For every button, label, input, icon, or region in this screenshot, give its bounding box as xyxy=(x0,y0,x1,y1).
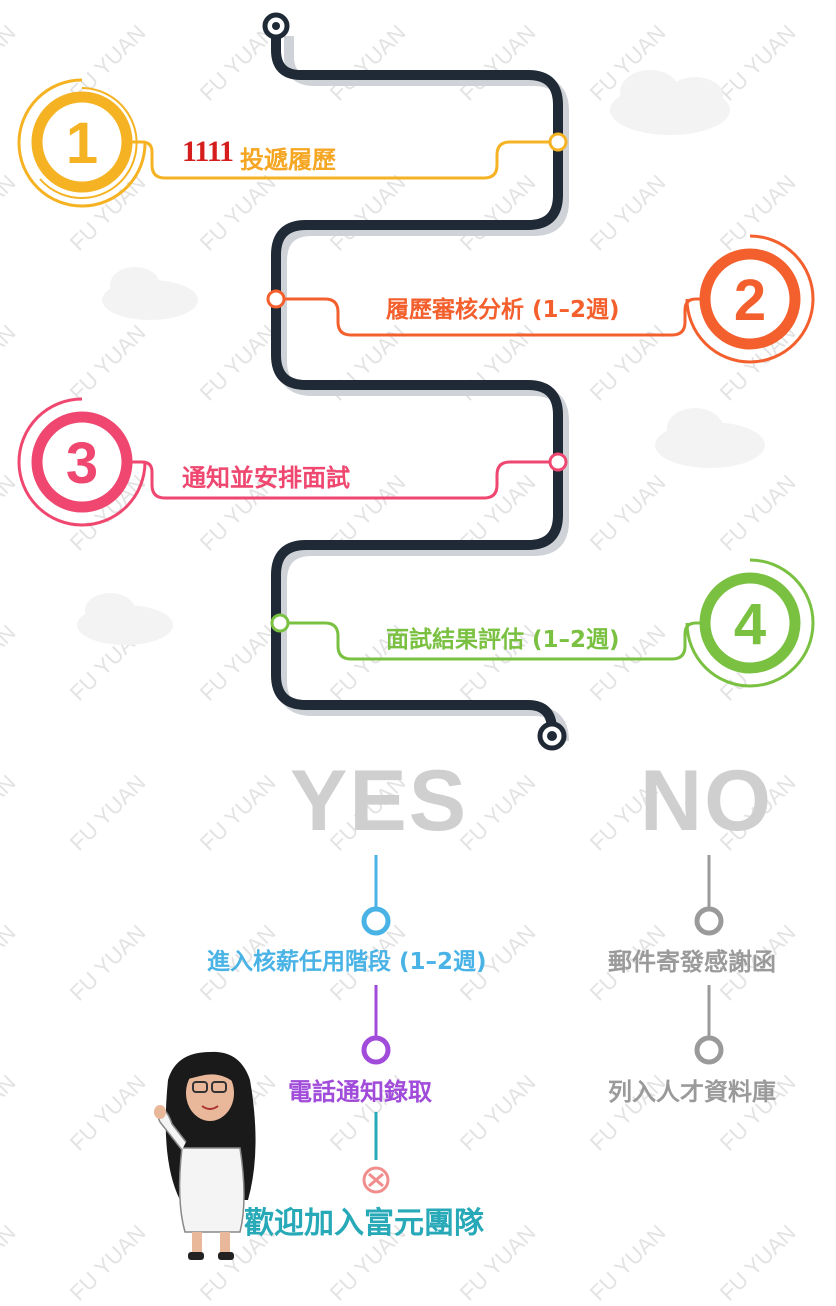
yes-item-3-label: 歡迎加入富元團隊 xyxy=(244,1206,484,1241)
track-end-dot xyxy=(547,731,557,741)
step-3-node xyxy=(548,452,568,472)
company-logo-icon xyxy=(362,1166,390,1194)
no-branch xyxy=(694,855,724,1065)
step-4-outer-arc xyxy=(685,558,815,688)
logo-1111: 1111 xyxy=(182,135,234,168)
step-4-node xyxy=(270,613,290,633)
step-1-node xyxy=(548,132,568,152)
step-1-badge xyxy=(31,91,133,193)
yes-item-1-label: 進入核薪任用階段 (1–2週) xyxy=(207,949,487,975)
step-1-outer-arc xyxy=(17,78,147,208)
step-1-connector xyxy=(132,140,558,180)
yes-item-2-label: 電話通知錄取 xyxy=(288,1078,432,1106)
yes-node-2 xyxy=(361,1035,391,1065)
yes-branch xyxy=(361,855,391,1194)
step-3-label: 通知並安排面試 xyxy=(182,464,350,492)
step-1-label: 投遞履歷 xyxy=(240,146,336,174)
no-heading: NO xyxy=(640,753,773,849)
step-2-node xyxy=(266,289,286,309)
flow-diagram: 1 2 3 4 xyxy=(17,12,815,1260)
step-1: 1 xyxy=(17,78,568,208)
step-1-arc xyxy=(39,87,138,199)
yes-heading: YES xyxy=(290,753,469,849)
step-2-label: 履歷審核分析 (1–2週) xyxy=(386,297,620,323)
yes-node-1 xyxy=(361,906,391,936)
step-3-outer-arc xyxy=(17,397,147,527)
no-node-1 xyxy=(694,906,724,936)
track-line xyxy=(271,21,563,735)
step-3-badge xyxy=(31,411,133,513)
step-2: 2 xyxy=(266,234,815,364)
step-4: 4 xyxy=(270,558,815,688)
step-4-number: 4 xyxy=(734,592,766,657)
no-item-2-label: 列入人才資料庫 xyxy=(608,1078,776,1106)
step-3-number: 3 xyxy=(66,431,98,496)
step-2-outer-arc xyxy=(685,234,815,364)
step-3: 3 xyxy=(17,397,568,527)
no-node-2 xyxy=(694,1035,724,1065)
no-item-1-label: 郵件寄發感謝函 xyxy=(608,948,776,976)
track-start-dot xyxy=(272,22,280,30)
step-4-badge xyxy=(699,572,801,674)
step-3-connector xyxy=(132,460,558,500)
step-4-label: 面試結果評估 (1–2週) xyxy=(386,627,620,653)
cloud-decoration xyxy=(77,70,765,645)
cartoon-woman-illustration xyxy=(154,1051,256,1260)
step-2-number: 2 xyxy=(734,268,766,333)
step-1-number: 1 xyxy=(66,111,98,176)
step-2-badge xyxy=(699,248,801,350)
